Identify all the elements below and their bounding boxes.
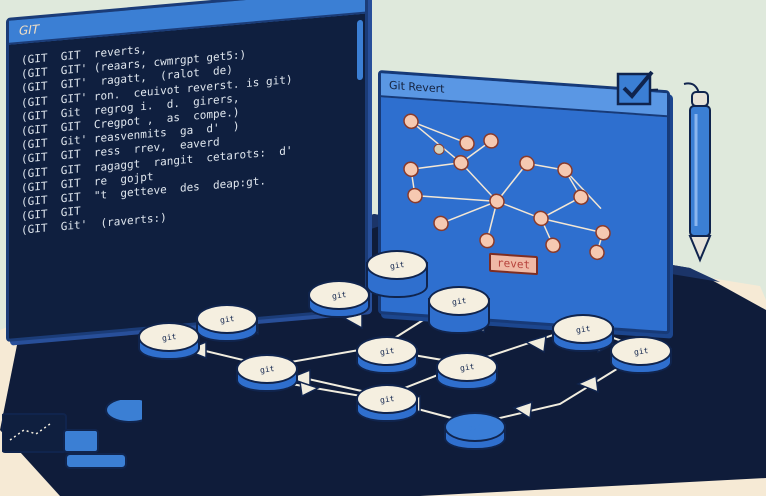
laptop-icon xyxy=(2,400,142,469)
commit-label: git xyxy=(467,421,483,433)
commit-node[interactable]: git xyxy=(428,286,490,334)
commit-label: git xyxy=(389,259,405,271)
terminal-scrollbar[interactable] xyxy=(357,19,363,81)
commit-graph xyxy=(403,113,611,261)
terminal-title: GIT xyxy=(19,22,40,38)
checkbox-icon xyxy=(616,70,658,106)
commit-node[interactable]: git xyxy=(138,322,200,362)
commit-node[interactable]: git xyxy=(436,352,498,392)
commit-label: git xyxy=(379,393,395,405)
commit-label: git xyxy=(633,345,649,357)
commit-label: git xyxy=(219,313,235,325)
commit-label: git xyxy=(379,345,395,357)
pen-icon xyxy=(683,82,712,263)
commit-label: git xyxy=(459,361,475,373)
commit-node[interactable]: git xyxy=(356,336,418,376)
commit-label: git xyxy=(575,323,591,335)
commit-node[interactable]: git xyxy=(610,336,672,376)
commit-node[interactable]: git xyxy=(366,250,428,298)
commit-node[interactable]: git xyxy=(552,314,614,354)
commit-node[interactable]: git xyxy=(308,280,370,320)
graph-title: Git Revert xyxy=(389,78,445,96)
commit-label: git xyxy=(451,295,467,307)
commit-label: git xyxy=(161,331,177,343)
commit-node[interactable]: git xyxy=(196,304,258,344)
commit-node[interactable]: git xyxy=(356,384,418,424)
graph-window: Git Revert xyxy=(378,70,670,335)
commit-node[interactable]: git xyxy=(236,354,298,394)
revert-badge: revet xyxy=(489,252,539,276)
commit-label: git xyxy=(331,289,347,301)
commit-node[interactable]: git xyxy=(444,412,506,452)
terminal-body: (GIT GIT reverts, (GIT GIT' (reaars, cwm… xyxy=(9,14,365,240)
commit-label: git xyxy=(259,363,275,375)
